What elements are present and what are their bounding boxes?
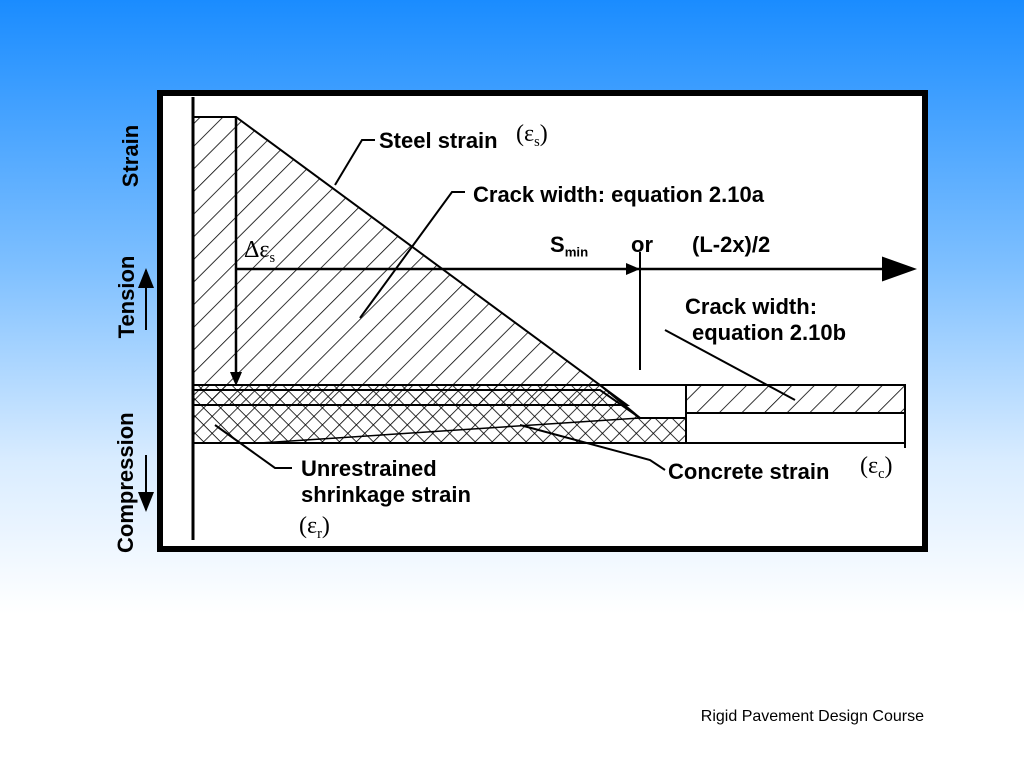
delta-strain-symbol: Δεs: [244, 237, 276, 267]
crack-width-a-label: Crack width: equation 2.10a: [473, 182, 764, 207]
unrestrained-leader: [214, 424, 292, 469]
or-label: or: [631, 232, 653, 257]
tension-axis-label: Tension: [114, 255, 139, 339]
concrete-strain-symbol: (εc): [860, 453, 893, 483]
compression-axis-label: Compression: [113, 412, 138, 553]
concrete-band-right-hatch: [685, 384, 906, 414]
concrete-strain-leader: [519, 424, 666, 471]
smin-label: Smin: [550, 232, 589, 260]
steel-strain-label: Steel strain: [379, 128, 498, 153]
concrete-strain-label: Concrete strain: [668, 459, 830, 484]
band-inner-line: [259, 417, 641, 444]
l2x-label: (L-2x)/2: [692, 232, 771, 257]
footer-course-title: Rigid Pavement Design Course: [700, 708, 924, 725]
strain-axis-label: Strain: [118, 124, 143, 188]
crack-width-b-line1: Crack width:: [685, 294, 818, 319]
shrinkage-crosshatch: [192, 384, 687, 444]
delta-arrow-head: [230, 372, 242, 386]
unrestrained-line2: shrinkage strain: [301, 482, 471, 507]
crack-b-leader: [664, 329, 796, 401]
smin-left-tick: [626, 263, 640, 275]
unrestrained-line1: Unrestrained: [301, 456, 437, 481]
steel-strain-leader: [334, 139, 375, 186]
shrinkage-symbol: (εr): [299, 513, 330, 543]
crack-width-b-line2: equation 2.10b: [692, 320, 847, 345]
steel-strain-area: [192, 116, 631, 406]
steel-strain-symbol: (εs): [516, 121, 548, 151]
crack-a-leader: [359, 191, 465, 319]
